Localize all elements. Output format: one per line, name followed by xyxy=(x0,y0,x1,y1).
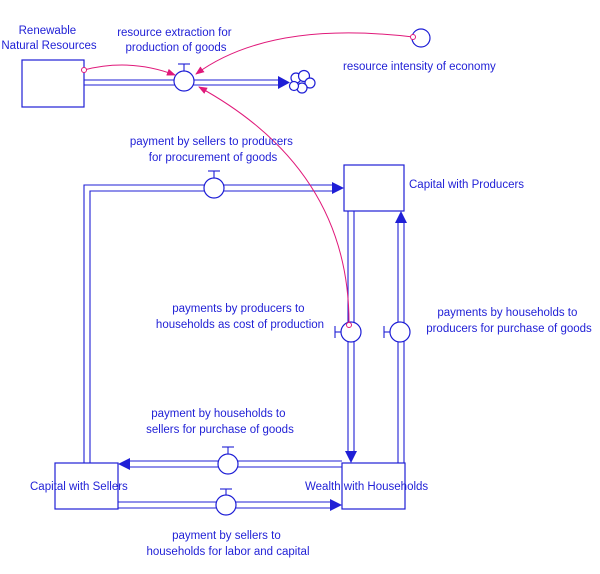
label-capital-producers: Capital with Producers xyxy=(409,179,524,191)
label-producers-to-households: payments by producers to households as c… xyxy=(156,303,324,331)
label-renewable-resources: Renewable Natural Resources xyxy=(1,25,96,52)
causal-links xyxy=(81,32,416,328)
cloud-sink-icon xyxy=(288,69,316,94)
valve-sellers-to-households-icon[interactable] xyxy=(215,488,237,516)
valve-households-to-sellers-icon[interactable] xyxy=(217,446,239,475)
label-sellers-to-producers: payment by sellers to producers for proc… xyxy=(130,136,296,164)
valve-producers-to-households-icon[interactable] xyxy=(334,321,362,343)
stock-capital-sellers[interactable] xyxy=(54,462,119,510)
label-wealth-households: Wealth with Households xyxy=(305,481,428,493)
valve-households-to-producers-icon[interactable] xyxy=(383,321,411,343)
link-resources-to-extraction xyxy=(83,64,176,76)
link-intensity-to-extraction xyxy=(195,32,414,75)
stock-wealth-households[interactable] xyxy=(341,462,406,510)
label-sellers-to-households: payment by sellers to households for lab… xyxy=(146,530,309,558)
valve-sellers-to-producers-icon[interactable] xyxy=(203,170,225,199)
label-capital-sellers: Capital with Sellers xyxy=(30,481,128,493)
stock-renewable-resources[interactable] xyxy=(21,59,85,108)
label-resource-extraction: resource extraction for production of go… xyxy=(117,27,235,54)
label-resource-intensity: resource intensity of economy xyxy=(343,61,496,73)
valve-resource-extraction-icon[interactable] xyxy=(173,63,195,92)
label-households-to-sellers: payment by households to sellers for pur… xyxy=(146,408,294,436)
link-producers-payment-to-extraction xyxy=(198,86,350,326)
stock-capital-producers[interactable] xyxy=(343,164,405,212)
flow-sellers-to-producers-pipe xyxy=(83,182,344,463)
label-households-to-producers: payments by households to producers for … xyxy=(426,307,592,335)
